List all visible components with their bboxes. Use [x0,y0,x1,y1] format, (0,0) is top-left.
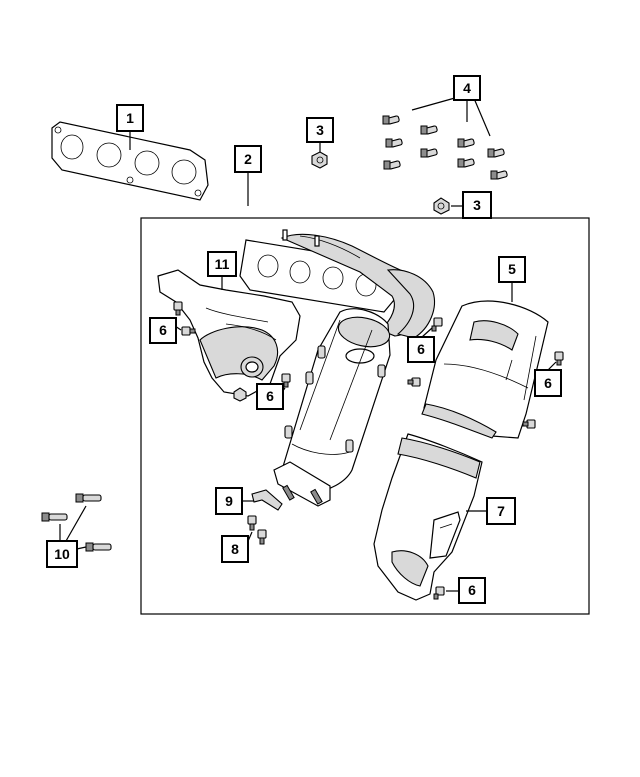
svg-text:2: 2 [244,151,252,167]
stud-set [382,115,508,180]
exhaust-studs [41,493,112,552]
callout-7: 7 [486,497,516,525]
svg-text:6: 6 [468,582,476,598]
svg-text:6: 6 [544,375,552,391]
callout-6-mid-right: 6 [407,336,435,363]
nut-lower [433,197,450,215]
svg-text:6: 6 [159,322,167,338]
svg-text:6: 6 [417,341,425,357]
callout-9: 9 [215,487,243,515]
nut-upper [311,151,328,169]
callout-3-lower: 3 [462,191,492,219]
svg-text:9: 9 [225,493,233,509]
bracket [251,489,283,511]
upper-heat-shield [157,269,301,397]
bracket-bolts [247,515,267,545]
converter-heat-shield-lower [373,433,483,601]
svg-text:7: 7 [497,503,505,519]
callout-6-right: 6 [534,369,562,397]
svg-text:6: 6 [266,388,274,404]
manifold-assembly-frame [140,217,590,615]
svg-text:1: 1 [126,110,134,126]
svg-text:4: 4 [463,80,471,96]
callout-5: 5 [498,256,526,283]
callout-6-left: 6 [149,317,177,344]
converter-heat-shield-upper [421,300,549,439]
heat-shield-bolts [173,301,564,600]
callout-1: 1 [116,104,144,132]
callout-2: 2 [234,145,262,173]
callout-6-bottom: 6 [458,577,486,604]
callout-4: 4 [453,75,481,101]
callout-3-upper: 3 [306,117,334,143]
svg-text:11: 11 [215,256,230,272]
callout-8: 8 [221,535,249,563]
manifold-gasket [51,121,209,201]
svg-text:8: 8 [231,541,239,557]
callout-11: 11 [207,251,237,277]
callout-10: 10 [46,540,78,568]
exhaust-manifold-converter [239,229,435,507]
callout-6-center: 6 [256,383,284,410]
svg-text:10: 10 [54,546,70,562]
svg-text:5: 5 [508,261,516,277]
svg-text:3: 3 [316,122,324,138]
svg-text:3: 3 [473,197,481,213]
